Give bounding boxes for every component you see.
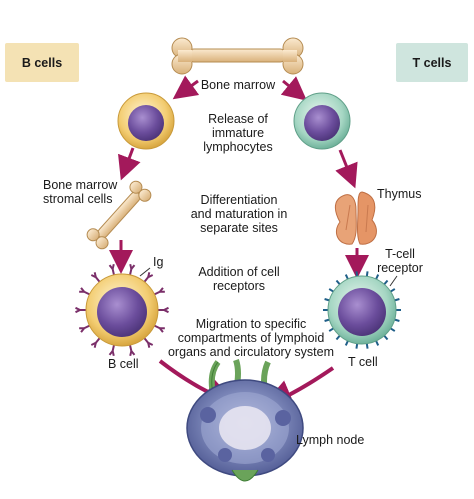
b-cells-tag: B cells [5, 43, 79, 82]
t-cell-label: T cell [348, 355, 398, 369]
lymph-node-label: Lymph node [296, 433, 386, 447]
tcr-label: T-cell receptor [370, 247, 430, 275]
step-receptors-label: Addition of cell receptors [184, 265, 294, 293]
immature-t-cell-icon [294, 93, 350, 149]
ig-label: Ig [153, 255, 177, 269]
step-differentiation-label: Differentiation and maturation in separa… [174, 193, 304, 235]
bone-marrow-label: Bone marrow [190, 78, 286, 92]
bone-icon [172, 38, 303, 74]
step-release-label: Release of immature lymphocytes [183, 112, 293, 154]
thymus-icon [335, 192, 376, 244]
lymph-node-icon [187, 360, 303, 481]
tcr-leader-line [390, 276, 397, 286]
t-cells-tag: T cells [396, 43, 468, 82]
b-cell-icon [75, 264, 168, 356]
step-migration-label: Migration to specific compartments of ly… [166, 317, 336, 359]
b-cell-label: B cell [108, 357, 158, 371]
stromal-cells-label: Bone marrow stromal cells [43, 178, 143, 206]
immature-b-cell-icon [118, 93, 174, 149]
thymus-label: Thymus [377, 187, 447, 201]
